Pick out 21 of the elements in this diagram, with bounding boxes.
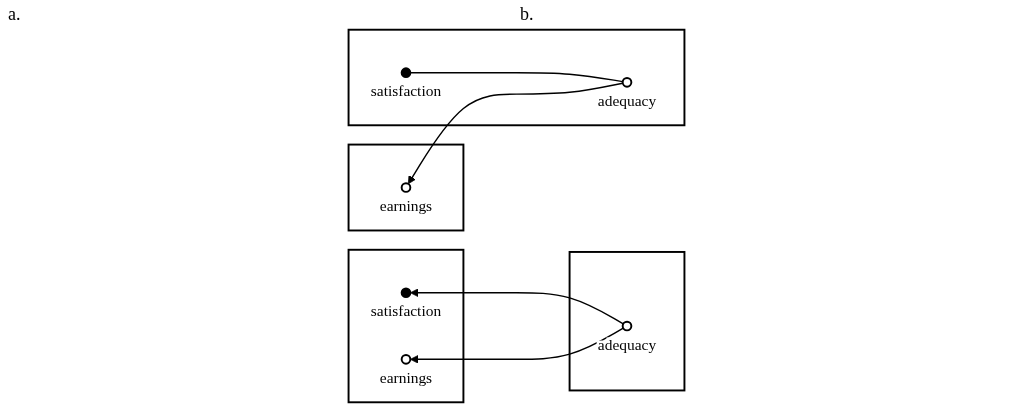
- arrow: [409, 327, 624, 364]
- panel-box: [347, 143, 465, 232]
- arrow: [409, 288, 624, 325]
- node-caption: earnings: [379, 369, 433, 386]
- node-caption: adequacy: [597, 91, 657, 109]
- filled-circle-node: [400, 67, 412, 78]
- arrow: [407, 82, 624, 185]
- panel-label: b.: [520, 4, 534, 25]
- panel-label: a.: [8, 4, 21, 25]
- node-caption: earnings: [379, 197, 433, 215]
- open-circle-node: [400, 182, 412, 193]
- node-caption: satisfaction: [370, 302, 442, 320]
- node-caption: adequacy: [597, 335, 657, 353]
- panel-box: [347, 248, 465, 404]
- filled-circle-node: [400, 287, 412, 299]
- open-circle-node: [400, 354, 412, 365]
- panel-box: [347, 28, 686, 127]
- open-circle-node: [621, 77, 633, 88]
- panel-box: [568, 251, 686, 392]
- open-circle-node: [621, 320, 633, 332]
- node-caption: satisfaction: [370, 82, 442, 100]
